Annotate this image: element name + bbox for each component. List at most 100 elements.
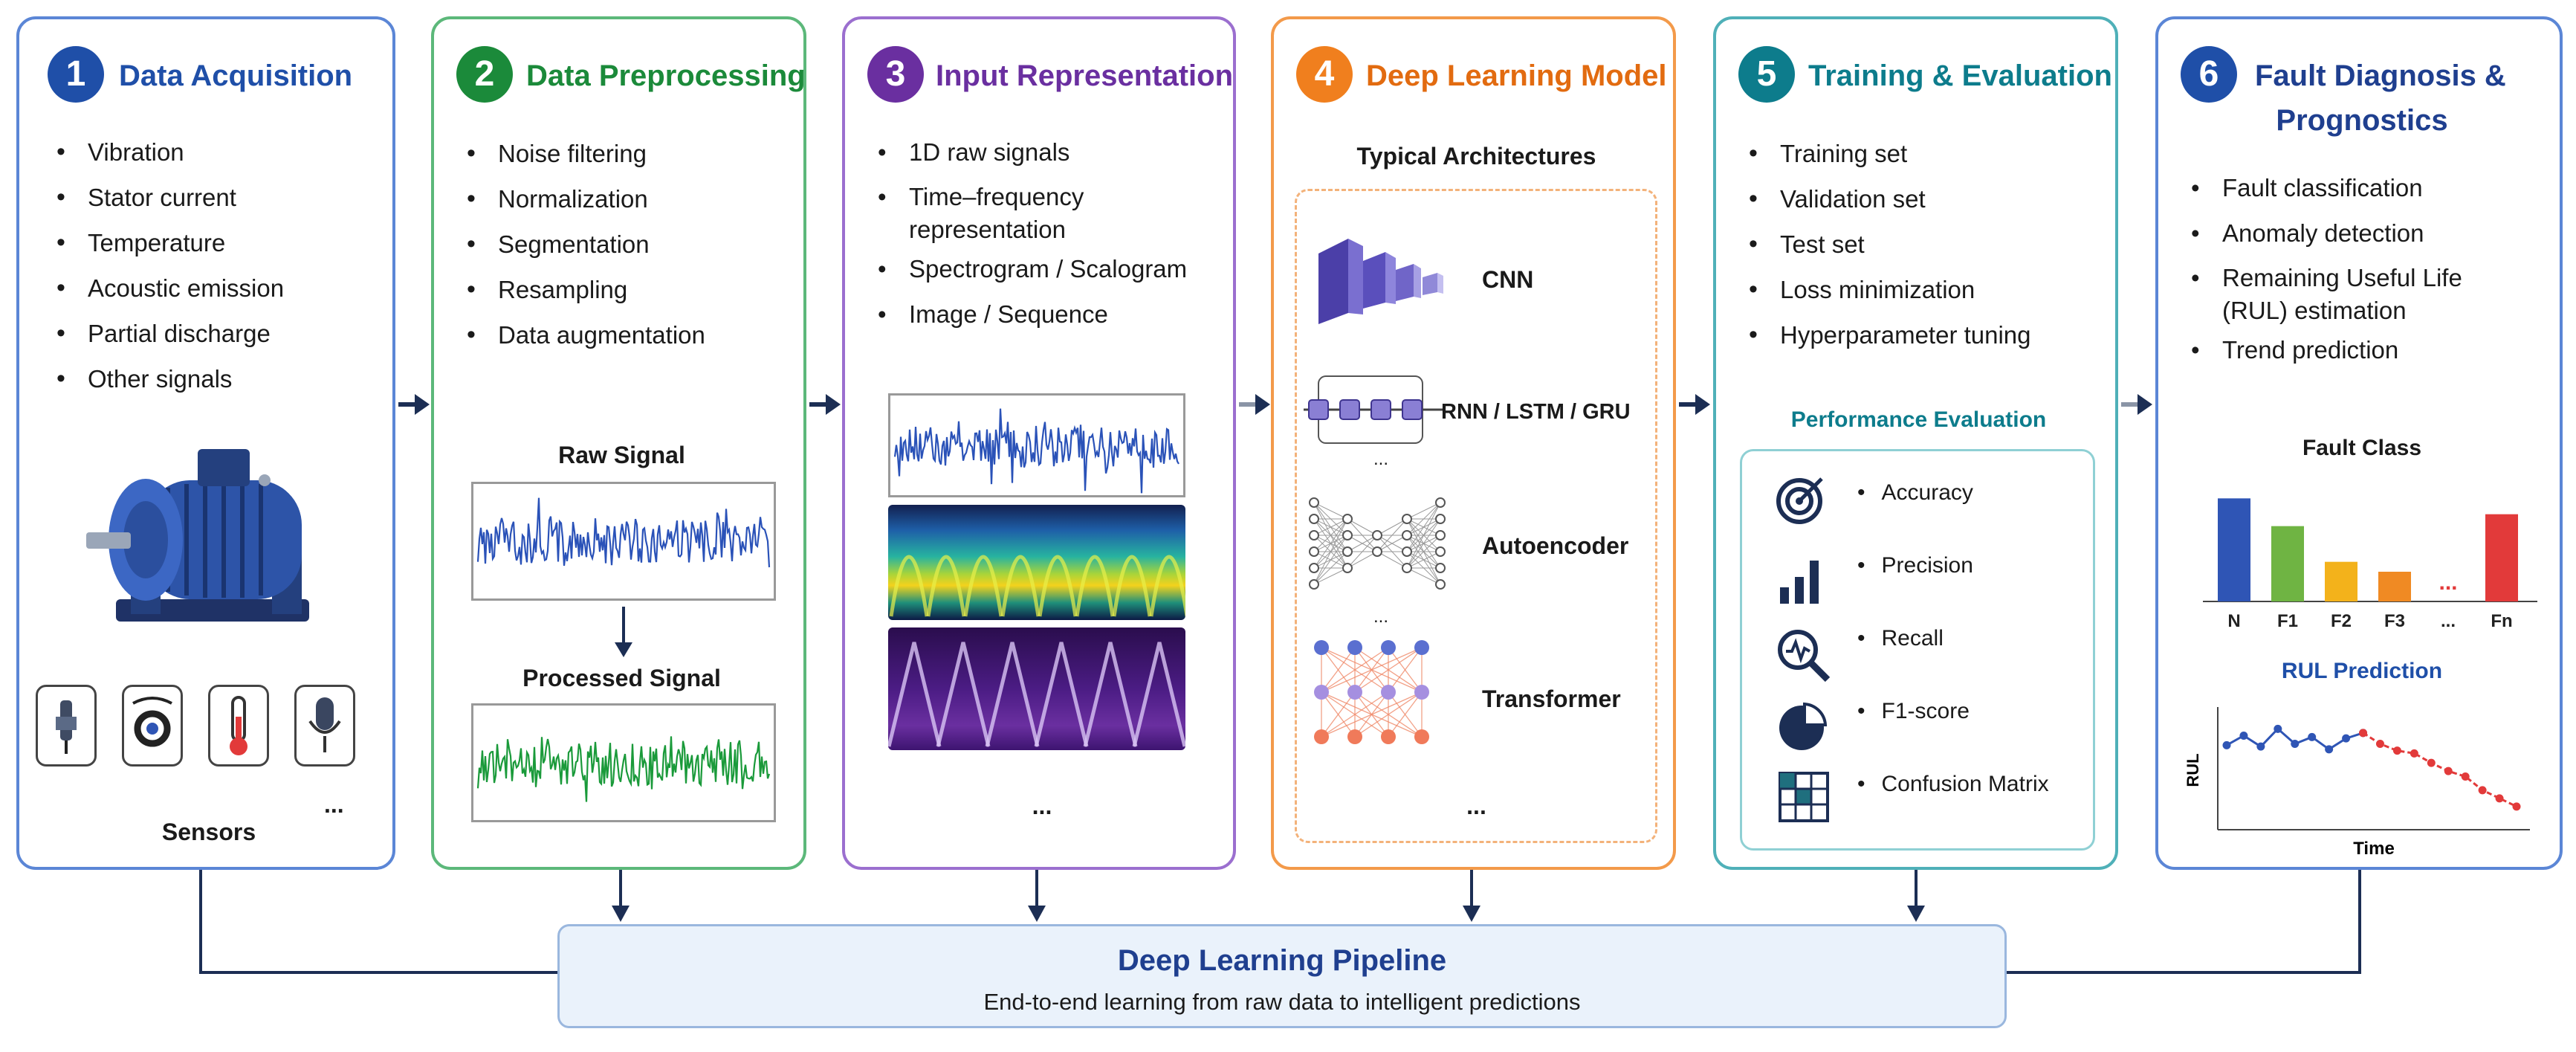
panel-fault-diagnosis: 6 Fault Diagnosis & Prognostics •Fault c…	[2155, 16, 2563, 870]
step-number-6: 6	[2181, 46, 2237, 103]
rul-point	[2512, 802, 2521, 811]
pipeline-title: Deep Learning Pipeline	[1117, 944, 1447, 977]
step-number-4: 4	[1296, 46, 1353, 103]
diagnosis-list: •Fault classification •Anomaly detection…	[2188, 165, 2462, 372]
processed-signal-label: Processed Signal	[522, 665, 721, 691]
ae-edge	[1406, 502, 1441, 569]
list-item: Segmentation	[464, 222, 705, 267]
attention-edge	[1321, 691, 1389, 738]
raw-signal-plot	[471, 482, 776, 601]
rnn-ellipsis: ...	[1373, 449, 1389, 469]
panel-title: Training & Evaluation	[1808, 59, 2112, 92]
list-item: •Remaining Useful Life(RUL) estimation	[2191, 264, 2462, 324]
ae-node	[1435, 579, 1446, 590]
spectrogram-band	[926, 555, 966, 617]
list-item: •1D raw signals	[878, 138, 1070, 166]
ae-node	[1435, 514, 1446, 524]
list-item: Training set	[1746, 131, 2031, 176]
ae-edge	[1406, 567, 1441, 585]
list-item: Data augmentation	[464, 312, 705, 358]
model-label-autoencoder: Autoencoder	[1482, 532, 1629, 559]
ae-node	[1342, 514, 1353, 524]
panel-title: Deep Learning Model	[1366, 59, 1667, 92]
autoencoder-icon	[1309, 497, 1446, 590]
magnifier-icon	[1778, 630, 1831, 682]
rul-point	[2392, 746, 2401, 755]
transformer-icon	[1314, 640, 1429, 744]
attention-edge	[1321, 647, 1356, 693]
metric-accuracy: •Accuracy	[1857, 480, 1973, 505]
ae-edge	[1406, 551, 1441, 569]
scalogram-ridge	[1132, 642, 1185, 747]
panel-title-line-1: Fault Diagnosis &	[2255, 59, 2506, 92]
list-item: Partial discharge	[54, 311, 284, 356]
fault-class-chart-title: Fault Class	[2302, 436, 2422, 460]
list-item: Resampling	[464, 267, 705, 312]
panel-data-preprocessing: 2 Data Preprocessing Noise filtering Nor…	[431, 16, 806, 870]
list-item: Temperature	[54, 220, 284, 265]
metric-recall: •Recall	[1857, 626, 1944, 651]
ae-node	[1342, 546, 1353, 557]
scalogram-ridge	[888, 642, 942, 747]
ae-node	[1309, 530, 1319, 540]
panel-title: Input Representation	[936, 59, 1234, 92]
scalogram-ridge	[1083, 642, 1138, 747]
rul-point	[2427, 758, 2436, 767]
list-item: Other signals	[54, 356, 284, 401]
pie-chart-icon	[1779, 702, 1828, 750]
rul-point	[2291, 740, 2300, 748]
list-item: Loss minimization	[1746, 267, 2031, 312]
metrics-box	[1740, 449, 2095, 851]
ae-edge	[1313, 518, 1348, 569]
list-item: •Anomaly detection	[2191, 219, 2424, 247]
tick-label: ...	[2441, 611, 2456, 631]
ae-node	[1342, 530, 1353, 540]
ae-node	[1435, 497, 1446, 508]
rnn-cell	[1370, 399, 1391, 420]
bar-F1	[2271, 526, 2304, 601]
raw-signal-label: Raw Signal	[558, 442, 685, 468]
list-item: •Fault classification	[2191, 174, 2423, 201]
ae-edge	[1347, 535, 1378, 569]
ae-edge	[1313, 567, 1348, 585]
spectrogram-band	[1075, 555, 1115, 617]
panel-title-line-2: Prognostics	[2276, 104, 2448, 137]
ae-edge	[1406, 502, 1441, 520]
ae-edge	[1313, 551, 1348, 585]
arrow-right-icon	[2121, 394, 2152, 415]
metric-f1-score: •F1-score	[1857, 699, 1970, 723]
token-node	[1314, 685, 1329, 700]
more-sensors-ellipsis: ...	[324, 791, 344, 818]
confusion-matrix-icon	[1779, 772, 1829, 822]
panel-deep-learning-model: 4 Deep Learning Model Typical Architectu…	[1271, 16, 1676, 870]
ae-edge	[1406, 502, 1441, 552]
ae-edge	[1313, 518, 1348, 585]
rul-point	[2256, 742, 2265, 751]
rul-point	[2222, 740, 2231, 749]
rul-point	[2359, 729, 2368, 738]
attention-edge	[1388, 647, 1423, 693]
panel-input-representation: 3 Input Representation •1D raw signals •…	[842, 16, 1236, 870]
ae-node	[1309, 497, 1319, 508]
performance-evaluation-title: Performance Evaluation	[1790, 407, 2047, 432]
step-number-5: 5	[1738, 46, 1795, 103]
rul-point	[2410, 749, 2418, 758]
step-number-1: 1	[48, 46, 104, 103]
processed-signal-plot	[471, 703, 776, 822]
ae-node	[1402, 563, 1412, 573]
ae-node	[1342, 563, 1353, 573]
attention-edge	[1388, 691, 1423, 738]
spectrogram-band	[1149, 555, 1185, 617]
scalogram-image	[888, 627, 1185, 750]
scalogram-ridge	[936, 642, 991, 747]
step-number-2: 2	[456, 46, 513, 103]
list-item: Noise filtering	[464, 131, 705, 176]
token-node	[1347, 640, 1362, 655]
more-ellipsis: ...	[1032, 793, 1052, 819]
cnn-icon	[1318, 239, 1443, 324]
token-node	[1347, 729, 1362, 744]
rul-point	[2325, 745, 2334, 754]
spectrogram-band	[1038, 555, 1078, 617]
